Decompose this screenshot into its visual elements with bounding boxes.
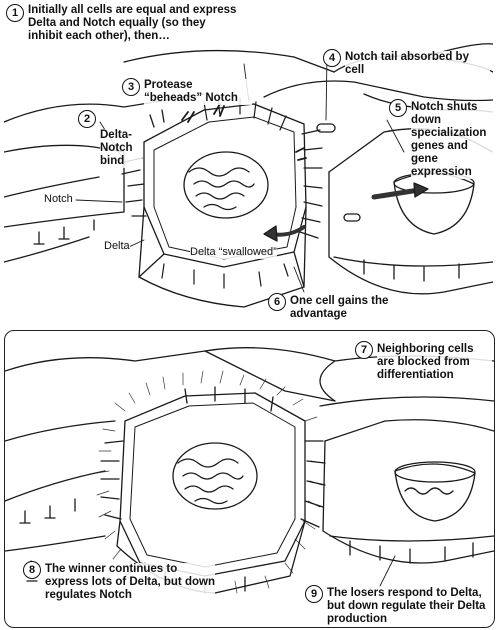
- bottom-illustration: [5, 347, 494, 594]
- step-7-badge: 7: [355, 341, 373, 359]
- central-cell-top: [143, 103, 307, 268]
- receptor-ring: [121, 97, 323, 289]
- delta-swallowed-label: Delta “swallowed”: [190, 246, 277, 259]
- step-8-text: The winner continues to express lots of …: [45, 563, 215, 602]
- central-nucleus: [183, 151, 269, 219]
- step-1-text: Initially all cells are equal and expres…: [28, 4, 243, 43]
- left-neighbor-edge: [4, 93, 205, 123]
- step-2-badge: 2: [78, 110, 96, 128]
- left-cell-outline: [4, 144, 125, 228]
- step-8-badge: 8: [23, 561, 41, 579]
- step-3-badge: 3: [122, 78, 140, 96]
- step-4-badge: 4: [323, 49, 341, 67]
- step-5-text: Notch shuts down specialization genes an…: [411, 101, 493, 179]
- winner-nucleus: [172, 442, 258, 510]
- right-nucleus: [393, 172, 475, 235]
- step-3-text: Protease “beheads” Notch: [144, 79, 252, 105]
- step-9-badge: 9: [305, 585, 323, 603]
- loser-cell-top: [324, 419, 494, 442]
- step-7-text: Neighboring cells are blocked from diffe…: [377, 343, 492, 382]
- bottom-panel: 7 Neighboring cells are blocked from dif…: [4, 330, 495, 628]
- step-4-text: Notch tail absorbed by cell: [345, 51, 490, 77]
- step-6-text: One cell gains the advantage: [290, 295, 400, 321]
- step-9-text: The losers respond to Delta, but down re…: [327, 587, 492, 626]
- notch-label: Notch: [44, 193, 73, 206]
- step-1-badge: 1: [6, 4, 24, 22]
- step-5-badge: 5: [389, 99, 407, 117]
- central-cell-side: [138, 206, 307, 308]
- step-6-badge: 6: [268, 293, 286, 311]
- winner-cell-top: [119, 392, 306, 577]
- loser-nucleus: [394, 463, 476, 522]
- step-2-text: Delta-Notch bind: [100, 129, 142, 168]
- winner-halo: [96, 370, 324, 594]
- delta-label: Delta: [104, 240, 130, 253]
- top-panel: 1 Initially all cells are equal and expr…: [4, 2, 493, 327]
